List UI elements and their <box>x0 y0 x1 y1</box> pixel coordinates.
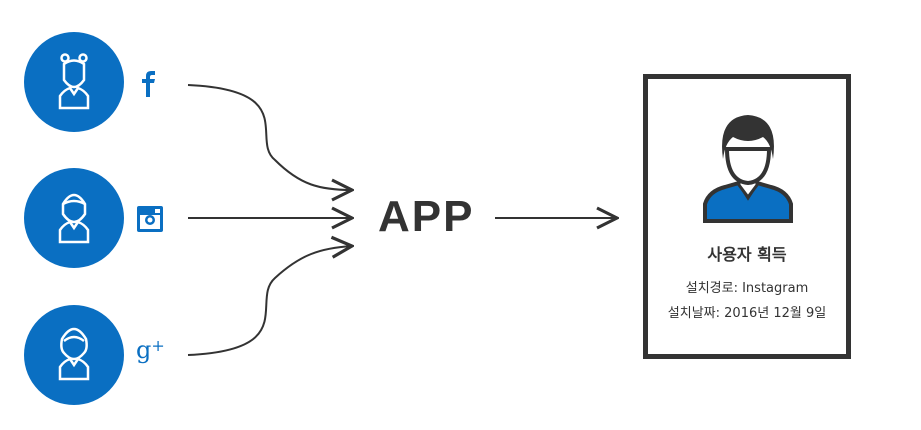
google-plus-icon: g+ <box>136 336 165 364</box>
person-icon <box>58 327 90 381</box>
arrow-google-to-app <box>187 246 352 356</box>
person-icon <box>58 193 90 244</box>
install-date: 설치날짜: 2016년 12월 9일 <box>667 306 827 321</box>
user-avatar-female <box>24 32 124 132</box>
user-acquisition-card: 사용자 획득 설치경로: Instagram 설치날짜: 2016년 12월 9… <box>643 74 851 359</box>
facebook-icon <box>142 71 155 97</box>
acquired-user-icon <box>703 115 793 223</box>
user-avatar-male <box>24 168 124 268</box>
instagram-icon <box>137 206 163 232</box>
user-avatar-curly <box>24 305 124 405</box>
arrow-facebook-to-app <box>187 84 352 190</box>
card-title: 사용자 획득 <box>707 245 787 264</box>
install-route: 설치경로: Instagram <box>685 281 809 296</box>
person-icon <box>58 53 90 110</box>
app-label: APP <box>378 192 475 241</box>
